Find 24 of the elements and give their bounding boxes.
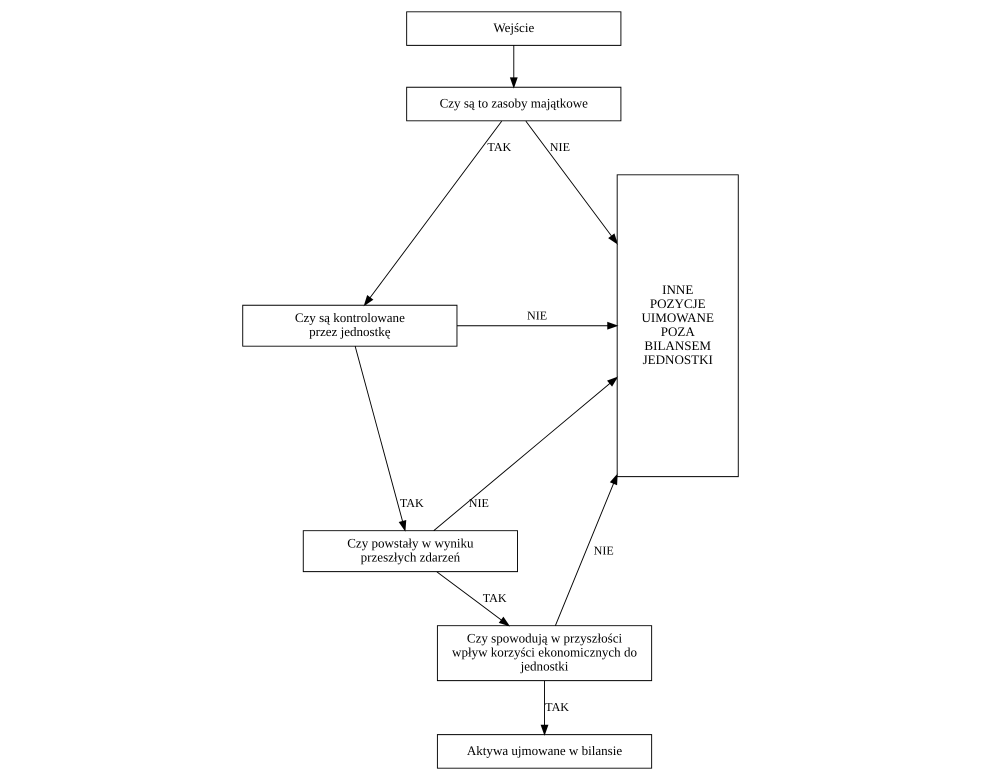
arrow: [456, 322, 618, 330]
arrow: [510, 45, 518, 89]
arrow: [555, 473, 618, 626]
arrow: [540, 680, 548, 736]
arrow: [364, 120, 502, 306]
edge-label: TAK: [545, 700, 570, 714]
edge-label: NIE: [594, 543, 614, 558]
node-box: Czy są to zasoby majątkowe: [406, 86, 622, 122]
edge-label: NIE: [550, 140, 570, 154]
arrow: [354, 346, 406, 532]
edge-label: NIE: [468, 496, 489, 510]
arrow: [436, 571, 510, 626]
node-box: Czy powstały w wyniku przeszłych zdarzeń: [302, 530, 518, 572]
arrow: [433, 376, 618, 532]
node-box: INNE POZYCJE UIMOWANE POZA BILANSEM JEDNOSTKI: [616, 174, 739, 478]
node-box: Aktywa ujmowane w bilansie: [436, 734, 652, 769]
edge-label: TAK: [400, 496, 424, 510]
edge-label: TAK: [482, 590, 507, 605]
edge-label: NIE: [526, 308, 548, 323]
arrow: [525, 120, 618, 245]
node-box: Czy spowodują w przyszłości wpływ korzyści ekonomicznych do jednostki: [436, 625, 652, 682]
node-box: Wejście: [406, 11, 622, 46]
edge-label: TAK: [487, 140, 512, 154]
node-box: Czy są kontrolowane przez jednostkę: [242, 304, 458, 347]
